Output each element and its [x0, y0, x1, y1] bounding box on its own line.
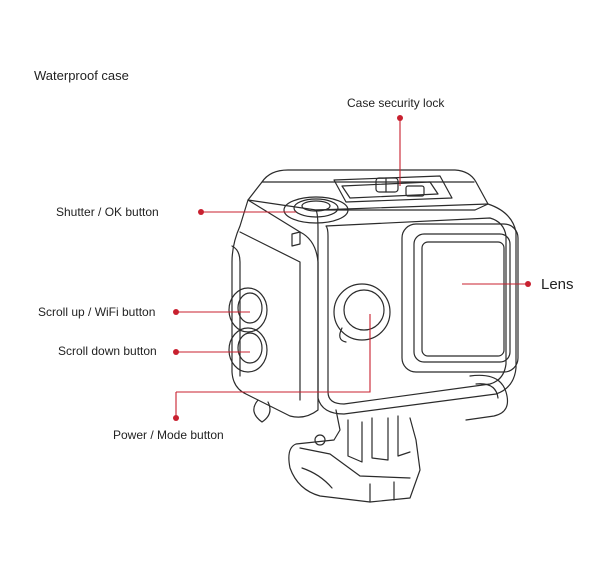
dot-power — [173, 415, 179, 421]
scroll-down-button — [228, 327, 268, 373]
label-scroll-up-wifi-button: Scroll up / WiFi button — [38, 305, 156, 319]
callout-leaders — [175, 118, 528, 418]
label-power-mode-button: Power / Mode button — [113, 428, 224, 442]
case-security-lock — [333, 175, 453, 203]
dot-shutter — [198, 209, 204, 215]
diagram-title: Waterproof case — [34, 68, 129, 83]
case-top-lid — [247, 169, 489, 211]
lens-window-outer — [401, 223, 519, 373]
dot-security-lock — [397, 115, 403, 121]
callout-dots — [173, 115, 531, 421]
dot-scroll-up — [173, 309, 179, 315]
leader-power — [175, 314, 371, 418]
case-grip — [465, 374, 509, 421]
scroll-up-button — [228, 287, 268, 333]
label-case-security-lock: Case security lock — [347, 96, 445, 110]
label-scroll-down-button: Scroll down button — [58, 344, 157, 358]
dot-scroll-down — [173, 349, 179, 355]
label-lens: Lens — [541, 276, 574, 293]
case-side-panel — [231, 199, 319, 418]
label-shutter-ok-button: Shutter / OK button — [56, 205, 159, 219]
shutter-button — [283, 196, 349, 224]
dot-lens — [525, 281, 531, 287]
case-front-face — [315, 203, 517, 415]
case-mount — [288, 409, 421, 503]
power-mode-button — [333, 283, 391, 341]
lens-glass — [421, 241, 505, 357]
